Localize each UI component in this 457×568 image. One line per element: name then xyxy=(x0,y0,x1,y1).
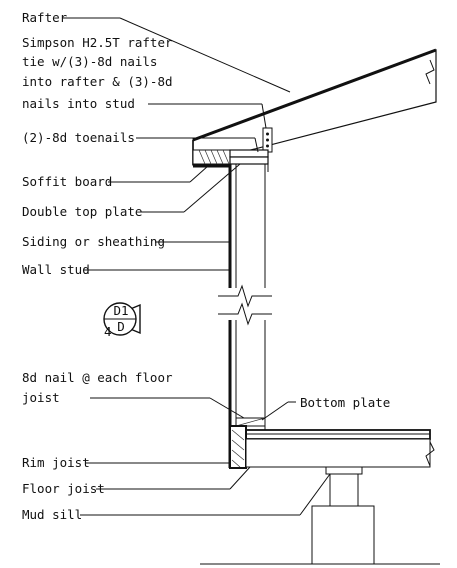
subfloor xyxy=(235,429,431,440)
foundation xyxy=(200,505,440,565)
label-tie-line4: nails into stud xyxy=(22,96,135,111)
floor-joist xyxy=(245,438,435,468)
label-top-plate: Double top plate xyxy=(22,204,142,219)
leader-lines xyxy=(62,17,331,516)
wall-break xyxy=(218,284,275,326)
label-bottom-plate: Bottom plate xyxy=(300,395,390,410)
label-tie-line1: Simpson H2.5T rafter xyxy=(22,35,173,50)
mud-sill xyxy=(325,466,363,507)
rim-joist xyxy=(229,425,247,469)
label-nail-line1: 8d nail @ each floor xyxy=(22,370,173,385)
symbol-bottom-text: D xyxy=(117,319,125,334)
label-mud-sill: Mud sill xyxy=(22,507,82,522)
label-toenails: (2)-8d toenails xyxy=(22,130,135,145)
label-rafter: Rafter xyxy=(22,10,68,25)
label-siding: Siding or sheathing xyxy=(22,234,165,249)
label-soffit: Soffit board xyxy=(22,174,112,189)
label-tie-line3: into rafter & (3)-8d xyxy=(22,74,173,89)
rafter-tie xyxy=(262,127,273,153)
bottom-plate xyxy=(235,417,266,427)
label-wall-stud: Wall stud xyxy=(22,262,90,277)
label-nail-line2: joist xyxy=(22,390,60,405)
label-tie-line2: tie w/(3)-8d nails xyxy=(22,54,157,69)
double-top-plate xyxy=(192,149,269,165)
section-detail-symbol: D1 D 4 xyxy=(103,302,141,339)
symbol-top-text: D1 xyxy=(113,303,128,318)
label-floor-joist: Floor joist xyxy=(22,481,105,496)
symbol-side-text: 4 xyxy=(104,324,112,339)
rafter xyxy=(192,48,437,166)
label-rim-joist: Rim joist xyxy=(22,455,90,470)
